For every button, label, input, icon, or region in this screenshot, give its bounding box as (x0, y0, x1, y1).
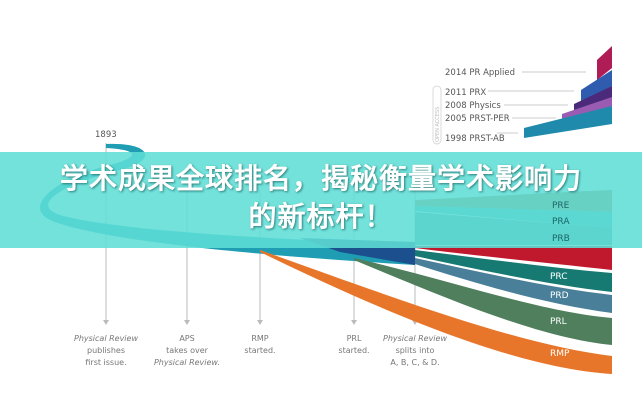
arrow-down-icon (184, 320, 190, 325)
label-prx: 2011 PRX (445, 88, 486, 98)
event-caption-line: started. (244, 346, 275, 355)
label-pr-applied: 2014 PR Applied (445, 68, 515, 78)
event-caption-line: Physical Review (383, 334, 447, 343)
event-caption-line: takes over (166, 346, 209, 355)
event-caption-line: PRL (347, 334, 362, 343)
event-caption-line: APS (179, 334, 194, 343)
arrow-down-icon (351, 320, 357, 325)
prc-band (415, 250, 612, 292)
page-title: 学术成果全球排名，揭秘衡量学术影响力 的新标杆！ (0, 160, 642, 236)
open-access-label: OPEN ACCESS (435, 107, 441, 142)
label-prl: PRL (550, 317, 567, 327)
arrow-down-icon (257, 320, 263, 325)
physics-band (574, 86, 612, 113)
label-rmp: RMP (550, 349, 570, 359)
prl-band (354, 258, 612, 345)
prd-band (415, 258, 612, 313)
red-band (415, 246, 612, 270)
title-banner (0, 152, 642, 248)
label-prd: PRD (550, 291, 569, 301)
label-prc: PRC (550, 272, 568, 282)
event-caption-line: splits into (396, 346, 435, 355)
prst-ab-band (524, 106, 612, 138)
prst-per-band (562, 97, 612, 121)
event-caption-line: A, B, C, & D. (390, 358, 439, 367)
event-caption-line: publishes (87, 346, 125, 355)
title-line-1: 学术成果全球排名，揭秘衡量学术影响力 (59, 162, 582, 195)
event-caption-line: Physical Review. (154, 358, 220, 367)
label-physics: 2008 Physics (445, 101, 501, 111)
prx-band (581, 70, 612, 103)
title-line-2: 的新标杆！ (248, 200, 394, 233)
event-caption-line: started. (338, 346, 369, 355)
arrow-down-icon (103, 320, 109, 325)
year-1893: 1893 (95, 130, 117, 140)
label-prst-per: 2005 PRST-PER (445, 114, 510, 124)
event-caption-line: first issue. (85, 358, 126, 367)
event-caption-line: RMP (251, 334, 268, 343)
event-caption-line: Physical Review (74, 334, 138, 343)
label-prst-ab: 1998 PRST-AB (445, 134, 505, 144)
pr-applied-band (597, 46, 612, 80)
rmp-band (260, 250, 612, 374)
